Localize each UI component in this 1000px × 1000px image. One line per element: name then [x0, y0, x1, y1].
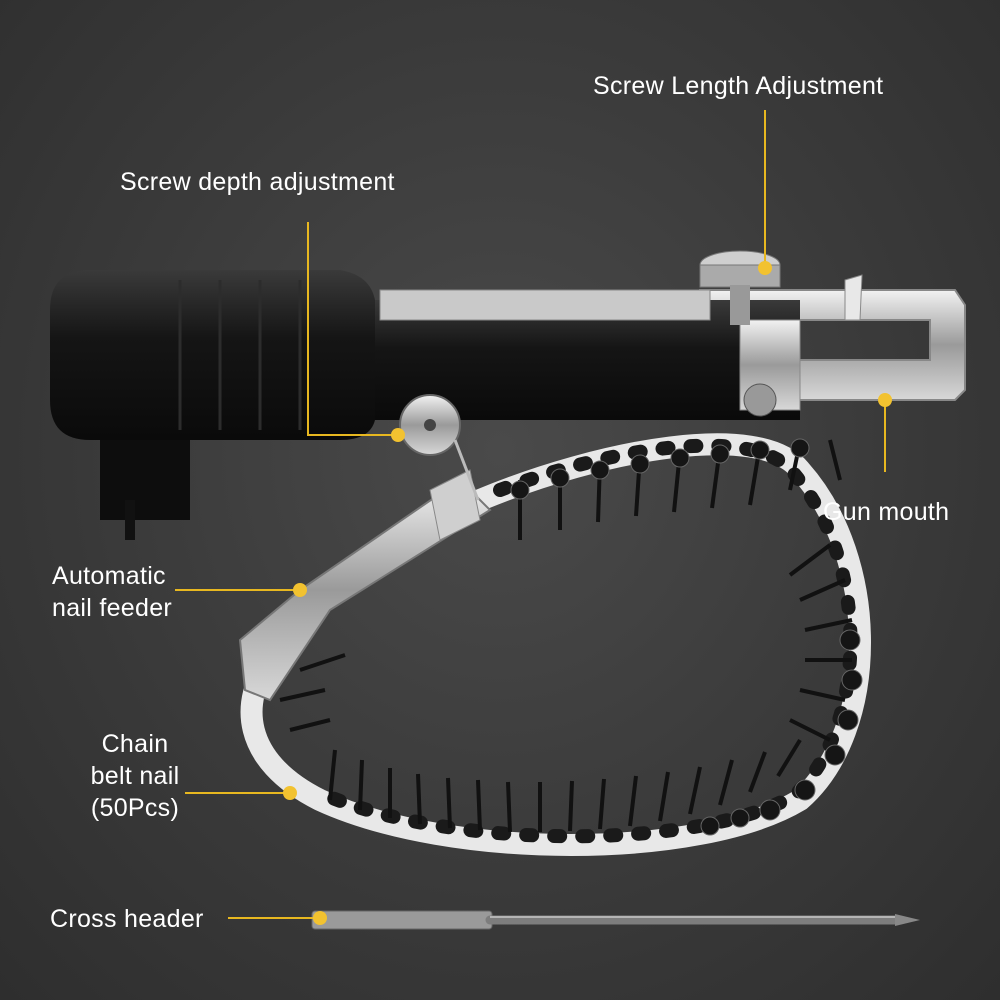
- marker-gun-mouth: [878, 393, 892, 407]
- label-cross-header: Cross header: [50, 905, 204, 933]
- label-gun-mouth: Gun mouth: [823, 498, 950, 526]
- label-automatic-nail-feeder: Automatic nail feeder: [52, 560, 172, 624]
- marker-dots: [283, 261, 892, 925]
- chain-belt-nail-strip: [240, 433, 871, 856]
- label-chain-belt-nail: Chain belt nail (50Pcs): [70, 728, 200, 824]
- leader-lines: [175, 110, 886, 919]
- label-nail-feeder-line: nail feeder: [52, 594, 173, 622]
- label-chain-line: Chain: [101, 730, 169, 758]
- marker-nail-feeder: [293, 583, 307, 597]
- label-screw-depth-adjustment: Screw depth adjustment: [120, 168, 395, 196]
- label-count-line: (50Pcs): [90, 794, 180, 822]
- label-belt-nail-line: belt nail: [90, 762, 180, 790]
- marker-screw-depth: [391, 428, 405, 442]
- label-automatic-line: Automatic: [52, 562, 166, 590]
- marker-cross-header: [313, 911, 327, 925]
- nail-feeder-arm: [238, 469, 492, 702]
- label-screw-length-adjustment: Screw Length Adjustment: [593, 72, 884, 100]
- screw-gun-attachment-body: [50, 250, 966, 540]
- marker-screw-length: [758, 261, 772, 275]
- cross-header-bit: [311, 910, 920, 930]
- marker-chain-belt: [283, 786, 297, 800]
